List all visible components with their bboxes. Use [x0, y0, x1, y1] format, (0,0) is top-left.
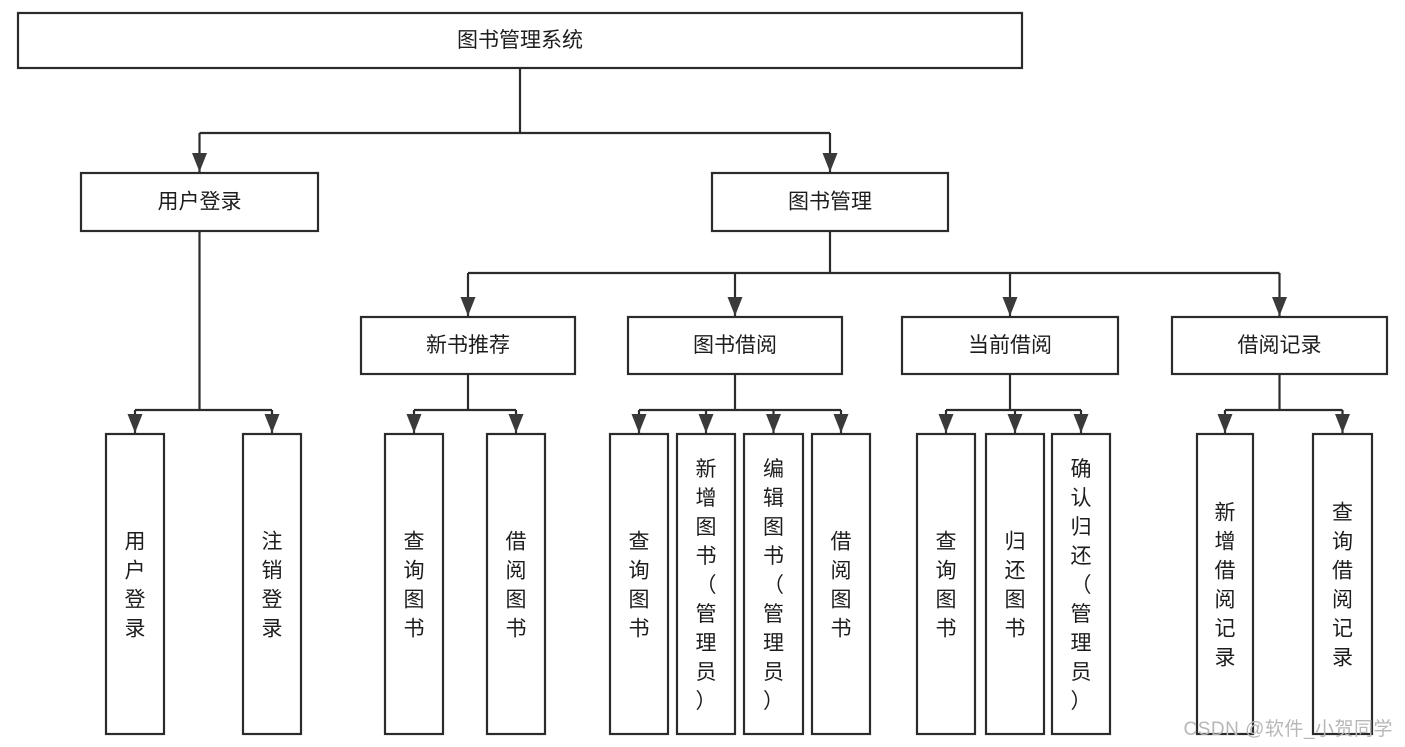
node-leaf-query-book-borrow[interactable]: 查询图书 — [608, 432, 670, 736]
node-label: 图书管理系统 — [457, 29, 583, 52]
node-leaf-logout[interactable]: 注销登录 — [241, 432, 303, 736]
node-label: 用户登录 — [125, 531, 146, 641]
node-label: 查询图书 — [404, 531, 425, 641]
node-label: 查询借阅记录 — [1332, 502, 1353, 670]
node-label: 查询图书 — [936, 531, 957, 641]
node-leaf-add-book-admin[interactable]: 新增图书（管理员） — [675, 432, 737, 736]
node-label: 借阅图书 — [831, 531, 852, 641]
node-box[interactable] — [104, 432, 166, 736]
node-book-manage[interactable]: 图书管理 — [710, 171, 950, 233]
node-leaf-add-borrow-record[interactable]: 新增借阅记录 — [1195, 432, 1255, 736]
node-label: 图书管理 — [788, 191, 872, 214]
node-new-book-recommend[interactable]: 新书推荐 — [359, 315, 577, 376]
node-box[interactable] — [79, 171, 320, 233]
node-box[interactable] — [742, 432, 805, 736]
arrow-head-icon — [460, 297, 476, 316]
node-label: 用户登录 — [158, 191, 242, 214]
node-box[interactable] — [810, 432, 872, 736]
node-box[interactable] — [1050, 432, 1112, 736]
node-label: 注销登录 — [262, 531, 283, 641]
node-box[interactable] — [626, 315, 844, 376]
node-box[interactable] — [608, 432, 670, 736]
arrow-head-icon — [127, 414, 143, 433]
node-label: 编辑图书（管理员） — [763, 458, 784, 713]
arrow-head-icon — [822, 153, 838, 172]
arrow-head-icon — [192, 153, 207, 172]
node-label: 当前借阅 — [968, 334, 1052, 357]
node-box[interactable] — [984, 432, 1046, 736]
node-label: 借阅记录 — [1238, 334, 1322, 357]
arrow-head-icon — [1217, 414, 1233, 433]
node-label: 新增图书（管理员） — [696, 458, 717, 713]
node-leaf-borrow-book-recommend[interactable]: 借阅图书 — [485, 432, 547, 736]
node-book-borrow[interactable]: 图书借阅 — [626, 315, 844, 376]
arrow-head-icon — [938, 414, 954, 433]
node-box[interactable] — [710, 171, 950, 233]
node-layer: 图书管理系统用户登录图书管理新书推荐图书借阅当前借阅借阅记录用户登录注销登录查询… — [16, 11, 1389, 736]
arrow-head-icon — [833, 414, 849, 433]
node-label: 新增借阅记录 — [1215, 502, 1236, 670]
node-label: 图书借阅 — [693, 334, 777, 357]
arrow-head-icon — [727, 297, 743, 316]
node-leaf-query-book-recommend[interactable]: 查询图书 — [383, 432, 445, 736]
connector-layer — [127, 68, 1350, 433]
arrow-head-icon — [1007, 414, 1023, 433]
node-current-borrow[interactable]: 当前借阅 — [900, 315, 1120, 376]
node-box[interactable] — [485, 432, 547, 736]
arrow-head-icon — [508, 414, 524, 433]
arrow-head-icon — [1335, 414, 1350, 433]
node-leaf-return-book[interactable]: 归还图书 — [984, 432, 1046, 736]
node-leaf-edit-book-admin[interactable]: 编辑图书（管理员） — [742, 432, 805, 736]
node-box[interactable] — [241, 432, 303, 736]
node-box[interactable] — [915, 432, 977, 736]
node-leaf-confirm-return-admin[interactable]: 确认归还（管理员） — [1050, 432, 1112, 736]
arrow-head-icon — [766, 414, 781, 433]
arrow-head-icon — [631, 414, 647, 433]
node-box[interactable] — [1170, 315, 1389, 376]
node-box[interactable] — [675, 432, 737, 736]
arrow-head-icon — [1002, 297, 1018, 316]
node-box[interactable] — [900, 315, 1120, 376]
node-user-login[interactable]: 用户登录 — [79, 171, 320, 233]
node-leaf-query-borrow-record[interactable]: 查询借阅记录 — [1311, 432, 1374, 736]
node-root[interactable]: 图书管理系统 — [16, 11, 1024, 70]
node-box[interactable] — [16, 11, 1024, 70]
node-label: 新书推荐 — [426, 334, 510, 357]
node-leaf-user-login[interactable]: 用户登录 — [104, 432, 166, 736]
node-label: 查询图书 — [629, 531, 650, 641]
node-label: 确认归还（管理员） — [1071, 458, 1092, 713]
node-leaf-query-book-current[interactable]: 查询图书 — [915, 432, 977, 736]
arrow-head-icon — [698, 414, 714, 433]
arrow-head-icon — [1073, 414, 1089, 433]
node-leaf-borrow-book[interactable]: 借阅图书 — [810, 432, 872, 736]
node-label: 归还图书 — [1005, 531, 1026, 641]
arrow-head-icon — [406, 414, 422, 433]
node-label: 借阅图书 — [506, 531, 527, 641]
node-box[interactable] — [359, 315, 577, 376]
arrow-head-icon — [264, 414, 280, 433]
node-box[interactable] — [383, 432, 445, 736]
arrow-head-icon — [1272, 297, 1287, 316]
node-borrow-record[interactable]: 借阅记录 — [1170, 315, 1389, 376]
node-box[interactable] — [1311, 432, 1374, 736]
node-box[interactable] — [1195, 432, 1255, 736]
